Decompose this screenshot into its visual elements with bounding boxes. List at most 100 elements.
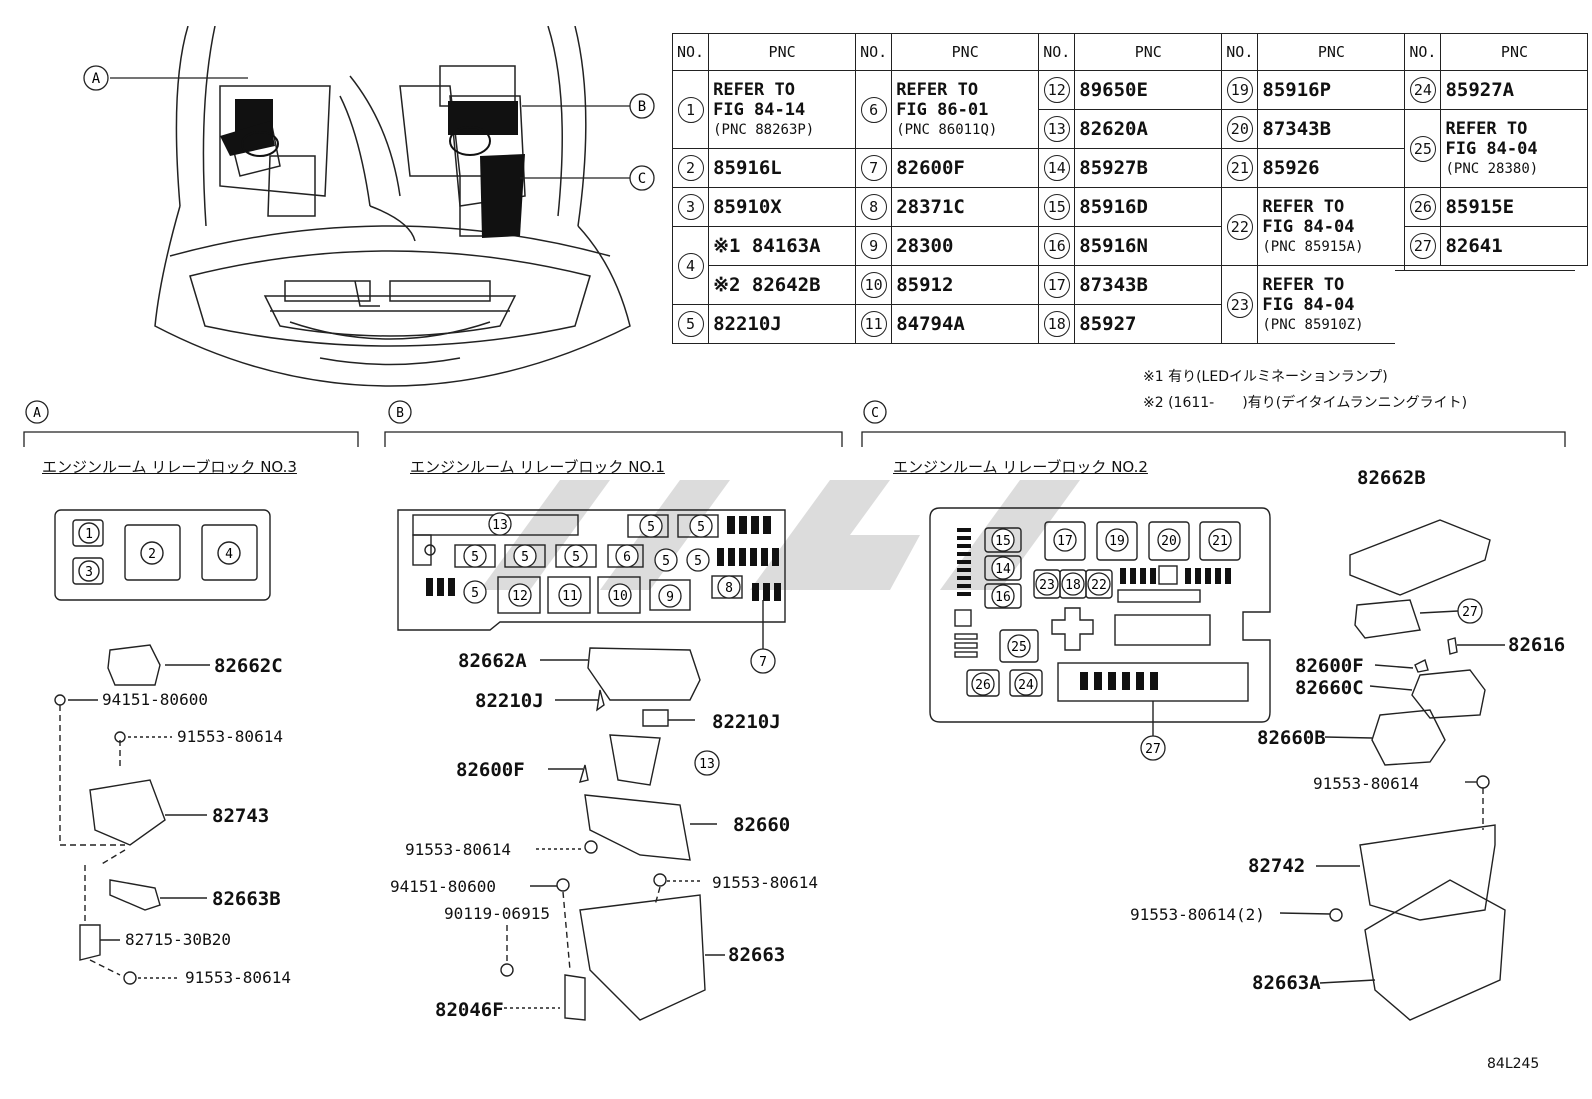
row-number: 26 — [1409, 194, 1436, 220]
row-number: 1 — [677, 96, 704, 123]
header-no: NO. — [671, 33, 710, 71]
note-1: ※1 有り(LEDイルミネーションランプ) — [1143, 369, 1388, 385]
table-cell: 84794A — [891, 304, 1040, 344]
callout-13: 13 — [492, 518, 508, 533]
table-cell: 8 — [855, 187, 893, 227]
table-cell: 21 — [1221, 148, 1259, 188]
table-cell: 85910X — [708, 187, 857, 227]
callout-21: 21 — [1212, 534, 1228, 549]
table-cell: FIG 84-04 — [1262, 294, 1355, 315]
table-cell: 26 — [1404, 187, 1442, 227]
section-c-title: エンジンルーム リレーブロック NO.2 — [893, 458, 1148, 476]
table-cell: 85916L — [708, 148, 857, 188]
table-cell: 7 — [855, 148, 893, 188]
row-number: 23 — [1226, 291, 1253, 318]
table-cell: 14 — [1038, 148, 1076, 188]
table-cell: 5 — [671, 304, 710, 344]
table-cell: FIG 86-01 — [896, 99, 989, 120]
table-cell: REFER TO — [896, 79, 979, 100]
table-cell: 85912 — [891, 265, 1040, 305]
relay-block-no2: 15 14 16 17 19 20 21 23 18 22 25 26 24 2… — [929, 507, 1506, 1021]
part-82210j: 82210J — [475, 690, 544, 712]
callout-23: 23 — [1039, 578, 1055, 593]
table-cell: 13 — [1038, 109, 1076, 149]
diagram-code: 84L245 — [1487, 1056, 1540, 1072]
table-cell: 19 — [1221, 70, 1259, 110]
row-number: 17 — [1043, 272, 1070, 298]
header-pnc: PNC — [1257, 33, 1406, 71]
row-number: 2 — [677, 155, 704, 181]
header-no: NO. — [855, 33, 893, 71]
part-82600f: 82600F — [456, 759, 525, 781]
header-pnc: PNC — [1074, 33, 1223, 71]
callout-20: 20 — [1161, 534, 1177, 549]
engine-bay-overview: A B C — [83, 26, 655, 387]
table-cell: 10 — [855, 265, 893, 305]
callout-17: 17 — [1057, 534, 1073, 549]
callout-4: 4 — [225, 547, 233, 562]
row-number: 11 — [860, 311, 887, 337]
table-cell: 16 — [1038, 226, 1076, 266]
part-91553-80614: 91553-80614 — [177, 727, 283, 746]
row-number: 16 — [1043, 233, 1070, 259]
table-cell: 85916P — [1257, 70, 1406, 110]
row-number: 22 — [1226, 213, 1253, 240]
row-number: 20 — [1226, 116, 1253, 142]
table-cell: 4 — [671, 226, 710, 305]
table-cell: FIG 84-04 — [1445, 138, 1538, 159]
part-91553-80614: 91553-80614 — [1313, 774, 1419, 793]
callout-10: 10 — [612, 589, 628, 604]
table-cell: 87343B — [1257, 109, 1406, 149]
section-b-letter: B — [396, 406, 404, 421]
table-cell: ※2 82642B — [708, 265, 857, 305]
section-frames: A B C — [23, 400, 1566, 447]
callout-13: 13 — [699, 757, 715, 772]
callout-18: 18 — [1065, 578, 1081, 593]
table-cell: 85926 — [1257, 148, 1406, 188]
callout-5: 5 — [471, 586, 479, 601]
table-cell: 89650E — [1074, 70, 1223, 110]
row-number: 10 — [860, 272, 887, 298]
row-number: 27 — [1409, 233, 1436, 259]
table-cell: 15 — [1038, 187, 1076, 227]
row-number: 12 — [1043, 77, 1070, 103]
callout-5: 5 — [662, 554, 670, 569]
part-82715-30b20: 82715-30B20 — [125, 930, 231, 949]
table-cell: ※1 84163A — [708, 226, 857, 266]
table-cell: 85916N — [1074, 226, 1223, 266]
callout-25: 25 — [1011, 640, 1027, 655]
row-number: 13 — [1043, 116, 1070, 142]
part-90119-06915: 90119-06915 — [444, 904, 550, 923]
table-cell: 82620A — [1074, 109, 1223, 149]
note-2: ※2 (1611- )有り(デイタイムランニングライト) — [1143, 395, 1468, 411]
callout-14: 14 — [995, 562, 1011, 577]
table-cell: 11 — [855, 304, 893, 344]
callout-5: 5 — [694, 554, 702, 569]
part-91553-80614-b: 91553-80614 — [185, 968, 291, 987]
callout-24: 24 — [1018, 678, 1034, 693]
table-cell: 85915E — [1440, 187, 1589, 227]
callout-2: 2 — [148, 547, 156, 562]
callout-26: 26 — [975, 678, 991, 693]
row-number: 8 — [860, 194, 887, 220]
part-82660c: 82660C — [1295, 677, 1364, 699]
header-no: NO. — [1221, 33, 1259, 71]
table-cell: (PNC 85915A) — [1262, 238, 1364, 255]
part-82660: 82660 — [733, 814, 791, 836]
part-82046f: 82046F — [435, 999, 504, 1021]
part-82663b: 82663B — [212, 888, 281, 910]
callout-9: 9 — [666, 590, 674, 605]
section-a-title: エンジンルーム リレーブロック NO.3 — [42, 458, 297, 476]
table-cell: (PNC 86011Q) — [896, 121, 998, 138]
part-82660b: 82660B — [1257, 727, 1326, 749]
table-cell: REFER TO — [713, 79, 795, 100]
callout-27: 27 — [1145, 742, 1161, 757]
table-cell: REFER TO — [1262, 196, 1345, 217]
table-cell: 85927A — [1440, 70, 1589, 110]
part-94151-80600: 94151-80600 — [390, 877, 496, 896]
relay-block-no1: 13 5 5 5 5 5 6 5 5 5 12 11 10 9 8 13 7 — [397, 509, 786, 1021]
table-cell: 27 — [1404, 226, 1442, 266]
